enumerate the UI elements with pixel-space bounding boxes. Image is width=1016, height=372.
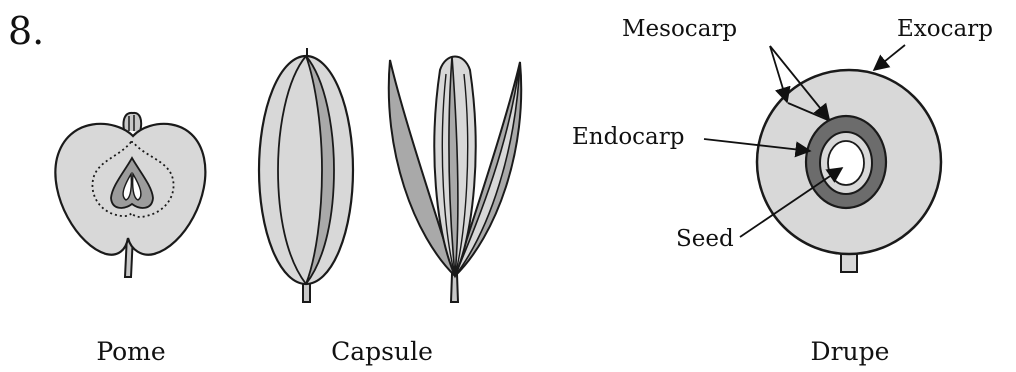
pome-stem-top bbox=[123, 113, 141, 132]
endocarp-label: Endocarp bbox=[572, 124, 684, 150]
question-number: 8. bbox=[8, 9, 44, 53]
exocarp-label: Exocarp bbox=[897, 16, 993, 42]
capsule-open-illustration bbox=[389, 56, 521, 302]
drupe-seed bbox=[828, 141, 864, 185]
mesocarp-arrow-left bbox=[770, 46, 787, 102]
capsule-closed-body bbox=[259, 56, 353, 284]
capsule-closed-illustration bbox=[259, 48, 353, 302]
mesocarp-label: Mesocarp bbox=[622, 16, 737, 42]
exocarp-arrow bbox=[874, 45, 905, 70]
drupe-illustration bbox=[757, 70, 941, 272]
drupe-caption: Drupe bbox=[811, 337, 890, 366]
pome-caption: Pome bbox=[96, 337, 165, 366]
capsule-open-stalk bbox=[451, 274, 458, 302]
seed-label: Seed bbox=[676, 226, 734, 252]
pome-illustration bbox=[55, 113, 205, 277]
capsule-caption: Capsule bbox=[331, 337, 433, 366]
